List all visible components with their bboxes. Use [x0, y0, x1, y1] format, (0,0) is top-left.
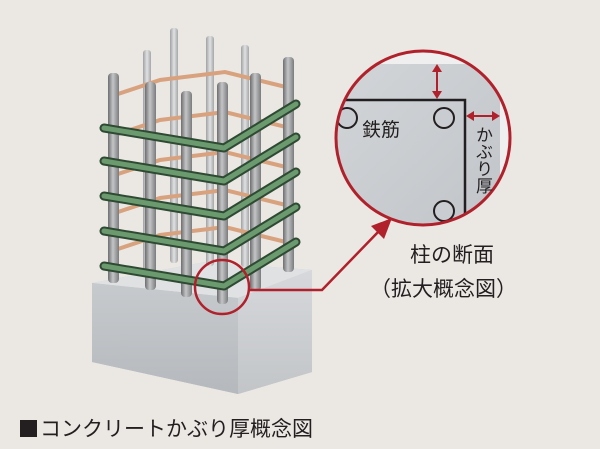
label-section-detail: （拡大概念図）	[370, 277, 517, 301]
rebar-front-4	[217, 82, 228, 304]
footing-front	[92, 283, 238, 394]
inset-rebar-3	[433, 200, 455, 222]
inset-hoop	[336, 98, 467, 225]
label-cover: かぶり厚	[472, 126, 493, 195]
caption-marker	[20, 419, 37, 437]
hoop-front-2	[99, 132, 301, 186]
section-inset: 鉄筋 かぶり厚	[334, 49, 512, 227]
rebar-front-1	[108, 73, 119, 283]
inset-concrete	[336, 64, 500, 225]
cover-dimension-horizontal	[466, 111, 500, 121]
hoop-front-5	[99, 237, 301, 291]
inset-rebar-2	[433, 107, 455, 129]
rebar-front-3	[181, 91, 192, 297]
rebar-back-2	[170, 28, 178, 263]
hoop-front-4	[99, 202, 301, 256]
front-hoops	[99, 99, 301, 291]
pointer-arrow	[249, 218, 392, 292]
rebar-back-3	[206, 36, 214, 266]
rebar-front-5	[250, 73, 261, 291]
label-rebar: 鉄筋	[362, 119, 400, 141]
figure-caption: コンクリートかぶり厚概念図	[20, 413, 313, 443]
label-section: 柱の断面	[410, 243, 494, 267]
footing-side	[238, 270, 312, 394]
rebar-front-2	[145, 82, 156, 290]
inset-border	[334, 49, 512, 227]
caption-text: コンクリートかぶり厚概念図	[40, 417, 313, 441]
hoop-front-3	[99, 167, 301, 221]
hoop-front-1	[99, 99, 301, 153]
hoop-back-1	[114, 69, 291, 97]
cover-dimension-vertical	[432, 64, 442, 99]
corner-highlight-circle	[193, 258, 251, 316]
